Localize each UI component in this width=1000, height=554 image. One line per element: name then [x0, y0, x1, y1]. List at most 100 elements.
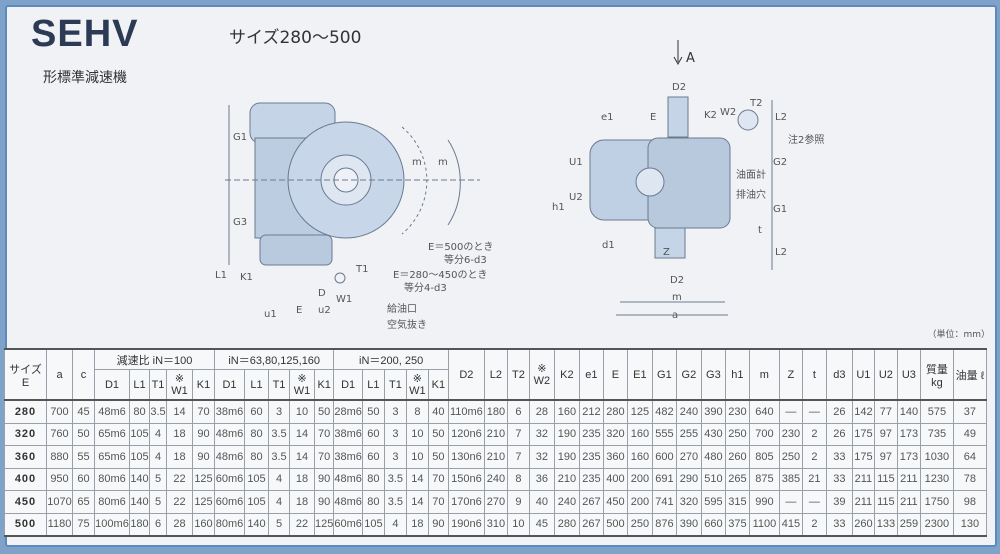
table-cell: 4 — [268, 490, 290, 514]
table-cell: 735 — [919, 422, 954, 446]
drawing-labels: G1 G3 m m E＝500のとき 等分6-d3 E＝280～450のとき 等… — [215, 51, 824, 331]
table-cell: 211 — [851, 467, 875, 491]
table-cell: 55 — [72, 445, 95, 469]
table-cell: 240 — [553, 490, 580, 514]
table-cell: 14 — [405, 467, 429, 491]
svg-text:等分6-d3: 等分6-d3 — [444, 253, 487, 266]
sub-header: D1 — [94, 369, 130, 401]
table-cell: 255 — [675, 422, 702, 446]
table-cell: 33 — [825, 512, 853, 537]
table-cell: 876 — [651, 512, 677, 537]
table-cell: 270 — [675, 445, 702, 469]
table-cell: 65 — [72, 490, 95, 514]
size-cell: 320 — [4, 422, 47, 446]
size-cell: 280 — [4, 399, 47, 424]
table-cell: 28m6 — [333, 399, 363, 424]
table-cell: 36 — [528, 467, 555, 491]
table-cell: 140 — [129, 490, 150, 514]
table-cell: 240 — [675, 399, 702, 424]
sub-header: K1 — [313, 369, 335, 401]
table-cell: 210 — [553, 467, 580, 491]
svg-text:K1: K1 — [240, 272, 253, 283]
table-cell: 18 — [166, 422, 193, 446]
table-cell: 211 — [896, 490, 921, 514]
table-cell: 40 — [427, 399, 449, 424]
col-E: E — [602, 348, 628, 401]
table-cell: 1070 — [46, 490, 73, 514]
table-cell: 211 — [851, 490, 875, 514]
table-cell: 260 — [851, 512, 875, 537]
sub-header: ※ W1 — [405, 369, 429, 401]
table-cell: 175 — [851, 445, 875, 469]
table-cell: 160 — [553, 399, 580, 424]
table-cell: 267 — [578, 490, 604, 514]
svg-text:E＝280～450のとき: E＝280～450のとき — [393, 269, 488, 281]
svg-text:m: m — [412, 157, 422, 168]
table-cell: 430 — [700, 422, 726, 446]
table-cell: 1030 — [919, 445, 954, 469]
table-cell: 210 — [483, 422, 508, 446]
table-cell: 10 — [405, 422, 429, 446]
table-cell: 18 — [405, 512, 429, 537]
table-cell: 64 — [952, 445, 987, 469]
table-cell: 115 — [873, 490, 898, 514]
table-cell: 48m6 — [94, 399, 130, 424]
header-row-1: サイズ E a c 減速比 iN＝100 iN＝63,80,125,160 iN… — [4, 348, 987, 401]
col-l2: L2 — [483, 348, 508, 401]
table-cell: 60m6 — [214, 490, 245, 514]
svg-text:a: a — [672, 310, 678, 321]
table-cell: 50 — [72, 422, 95, 446]
table-cell: 10 — [289, 399, 315, 424]
size-range: サイズ280～500 — [229, 28, 362, 48]
table-cell: 235 — [578, 467, 604, 491]
table-cell: 80 — [244, 445, 269, 469]
table-cell: 100m6 — [94, 512, 130, 537]
table-cell: 105 — [244, 490, 269, 514]
table-cell: — — [801, 490, 827, 514]
table-cell: 7 — [506, 445, 530, 469]
table-cell: 250 — [626, 512, 653, 537]
table-cell: 160 — [626, 422, 653, 446]
table-cell: 32 — [528, 422, 555, 446]
side-view-drawing — [225, 102, 480, 284]
table-cell: 595 — [700, 490, 726, 514]
unit-note: （単位：mm） — [927, 330, 990, 341]
table-cell: 400 — [602, 467, 628, 491]
sub-header: ※ W1 — [289, 369, 315, 401]
svg-text:E: E — [296, 305, 302, 316]
sub-header: T1 — [268, 369, 290, 401]
table-cell: 180 — [129, 512, 150, 537]
table-cell: 48m6 — [333, 490, 363, 514]
svg-text:K2: K2 — [704, 110, 717, 121]
table-cell: 8 — [405, 399, 429, 424]
sub-header: ※ W1 — [166, 369, 193, 401]
svg-text:D: D — [318, 288, 326, 299]
table-cell: 75 — [72, 512, 95, 537]
table-cell: 22 — [166, 490, 193, 514]
col-oil: 油量 ℓ — [952, 348, 987, 401]
table-cell: 700 — [46, 399, 73, 424]
table-cell: 265 — [724, 467, 750, 491]
table-cell: 259 — [896, 512, 921, 537]
sub-header: L1 — [129, 369, 150, 401]
table-cell: 3.5 — [383, 467, 407, 491]
svg-text:t: t — [758, 225, 762, 236]
svg-text:m: m — [672, 292, 682, 303]
table-cell: 210 — [483, 445, 508, 469]
col-c: c — [72, 348, 95, 401]
table-cell: 50 — [427, 422, 449, 446]
table-cell: 700 — [748, 422, 780, 446]
table-cell: 26 — [825, 422, 853, 446]
table-cell: 18 — [289, 490, 315, 514]
table-cell: 415 — [778, 512, 803, 537]
table-cell: 8 — [506, 467, 530, 491]
sub-header: K1 — [192, 369, 215, 401]
table-cell: 50 — [361, 399, 385, 424]
table-cell: 212 — [578, 399, 604, 424]
table-cell: 77 — [873, 399, 898, 424]
table-cell: 80 — [129, 399, 150, 424]
table-cell: 48m6 — [214, 445, 245, 469]
